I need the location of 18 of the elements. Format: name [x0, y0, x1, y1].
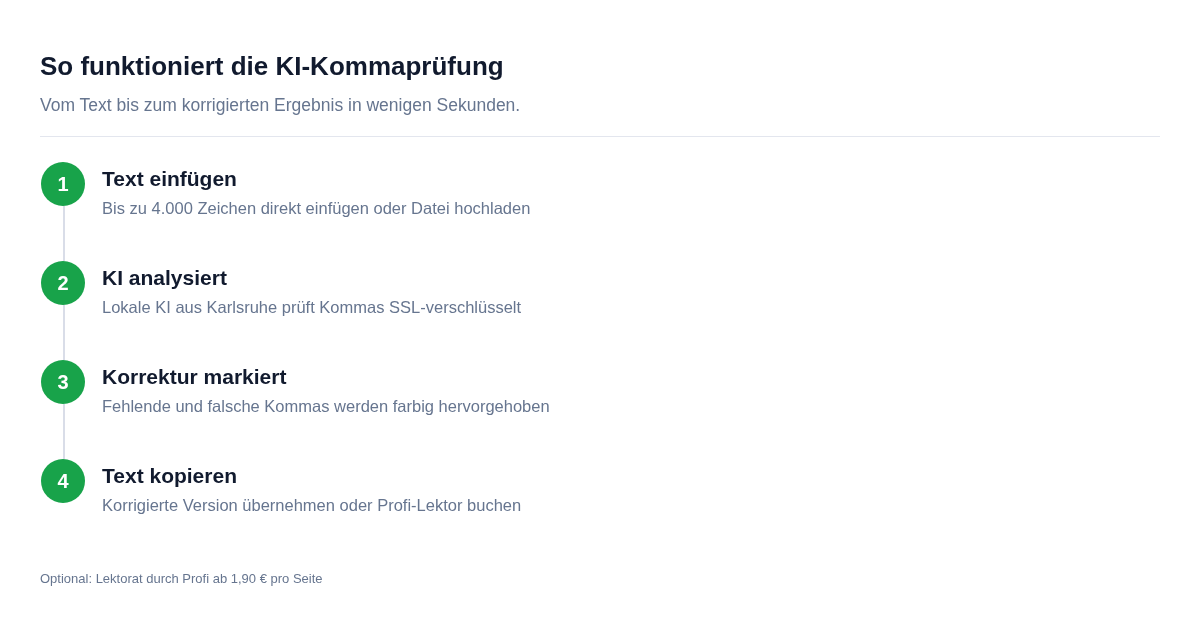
- footnote: Optional: Lektorat durch Profi ab 1,90 € pro Seite: [40, 571, 323, 587]
- step-title: KI analysiert: [102, 265, 227, 291]
- connector-line: [63, 403, 65, 460]
- diagram-title: So funktioniert die KI-Kommaprüfung: [40, 50, 504, 82]
- step-number: 1: [41, 162, 85, 206]
- step-number: 4: [41, 459, 85, 503]
- step-description: Lokale KI aus Karlsruhe prüft Kommas SSL-verschlüsselt: [102, 297, 522, 317]
- connector-line: [63, 205, 65, 262]
- step-title: Korrektur markiert: [102, 364, 287, 390]
- connector-line: [63, 304, 65, 361]
- step-title: Text einfügen: [102, 166, 237, 192]
- step-description: Korrigierte Version übernehmen oder Profi-Lektor buchen: [102, 495, 522, 515]
- step-number: 2: [41, 261, 85, 305]
- step-description: Fehlende und falsche Kommas werden farbig hervorgehoben: [102, 396, 550, 416]
- step-description: Bis zu 4.000 Zeichen direkt einfügen oder Datei hochladen: [102, 198, 531, 218]
- subtitle: Vom Text bis zum korrigierten Ergebnis in wenigen Sekunden.: [40, 94, 521, 116]
- step-title: Text kopieren: [102, 463, 237, 489]
- step-number: 3: [41, 360, 85, 404]
